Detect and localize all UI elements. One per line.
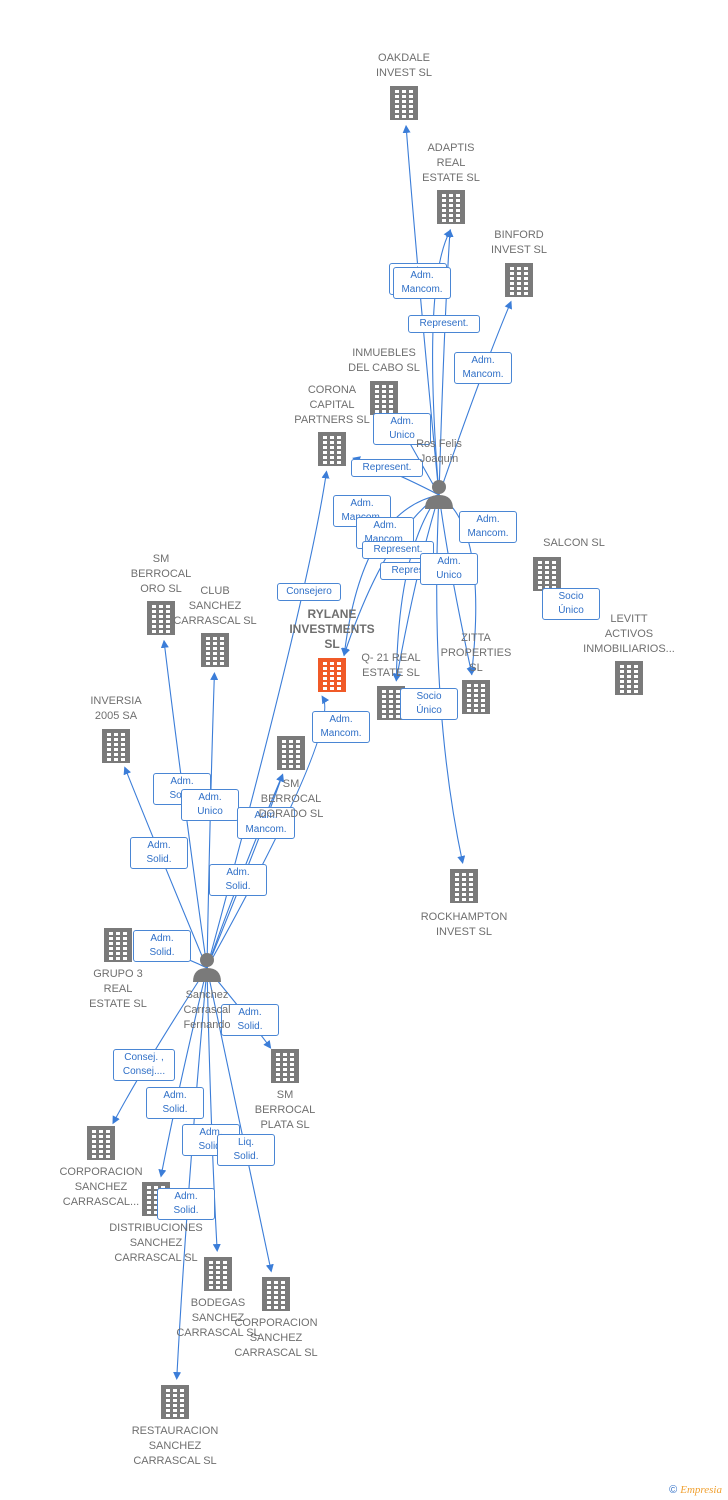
building-icon[interactable]: [104, 928, 132, 962]
edge-role-label[interactable]: Socio Único: [542, 587, 600, 620]
building-icon[interactable]: [318, 432, 346, 466]
building-icon[interactable]: [450, 869, 478, 903]
building-icon[interactable]: [437, 190, 465, 224]
building-icon[interactable]: [204, 1257, 232, 1291]
edge-role-label[interactable]: Represent.: [351, 458, 423, 477]
edge-role-label[interactable]: Adm. Unico: [373, 412, 431, 445]
building-icon[interactable]: [462, 680, 490, 714]
company-name-label[interactable]: CLUB SANCHEZ CARRASCAL SL: [173, 585, 257, 627]
edge-role-label[interactable]: Adm. Unico: [420, 552, 478, 585]
company-name-label[interactable]: CORPORACION SANCHEZ CARRASCAL SL: [234, 1317, 318, 1359]
edge-role-label[interactable]: Adm. Solid.: [221, 1003, 279, 1036]
copyright-symbol: ©: [669, 1484, 678, 1496]
person-icon[interactable]: [193, 953, 221, 982]
person-icon[interactable]: [425, 480, 453, 509]
building-icon[interactable]: [615, 661, 643, 695]
brand-name: Empresia: [680, 1484, 722, 1496]
building-icon[interactable]: [505, 263, 533, 297]
company-name-label[interactable]: ADAPTIS REAL ESTATE SL: [422, 142, 480, 184]
edge-role-label[interactable]: Adm. Solid.: [209, 863, 267, 896]
relation-edge: [438, 228, 454, 496]
edge-role-label[interactable]: Adm. Mancom.: [393, 266, 451, 299]
company-name-label[interactable]: GRUPO 3 REAL ESTATE SL: [89, 968, 147, 1010]
company-name-label[interactable]: RYLANE INVESTMENTS SL: [289, 607, 375, 651]
company-name-label[interactable]: ZITTA PROPERTIES SL: [440, 632, 512, 674]
building-icon[interactable]: [147, 601, 175, 635]
edge-role-label[interactable]: Adm. Mancom.: [454, 351, 512, 384]
edge-role-label[interactable]: Adm. Solid.: [133, 929, 191, 962]
edge-role-label[interactable]: Adm. Mancom.: [459, 510, 517, 543]
building-icon[interactable]: [318, 658, 346, 692]
building-icon[interactable]: [262, 1277, 290, 1311]
company-name-label[interactable]: CORONA CAPITAL PARTNERS SL: [294, 384, 370, 426]
edge-role-label[interactable]: Adm. Unico: [181, 788, 239, 821]
building-icon[interactable]: [277, 736, 305, 770]
company-name-label[interactable]: SM BERROCAL PLATA SL: [254, 1089, 316, 1131]
company-name-label[interactable]: ROCKHAMPTON INVEST SL: [420, 911, 508, 938]
building-icon[interactable]: [87, 1126, 115, 1160]
edge-role-label[interactable]: Adm. Solid.: [130, 836, 188, 869]
company-name-label[interactable]: INVERSIA 2005 SA: [90, 695, 142, 722]
edge-role-label[interactable]: Represent.: [408, 314, 480, 333]
company-name-label[interactable]: INMUEBLES DEL CABO SL: [348, 347, 420, 374]
building-icon[interactable]: [390, 86, 418, 120]
building-icon[interactable]: [271, 1049, 299, 1083]
person-name-label[interactable]: Sanchez Carrascal Fernando: [183, 989, 231, 1031]
company-name-label[interactable]: OAKDALE INVEST SL: [375, 52, 433, 79]
company-name-label[interactable]: RESTAURACION SANCHEZ CARRASCAL SL: [131, 1425, 219, 1467]
company-name-label[interactable]: BODEGAS SANCHEZ CARRASCAL SL: [176, 1297, 260, 1339]
building-icon[interactable]: [533, 557, 561, 591]
relation-edge: [206, 671, 219, 969]
edge-role-label[interactable]: Adm. Mancom.: [312, 710, 370, 743]
company-name-label[interactable]: BINFORD INVEST SL: [490, 229, 548, 256]
edge-role-label[interactable]: Liq. Solid.: [217, 1133, 275, 1166]
building-icon[interactable]: [370, 381, 398, 415]
edge-role-label[interactable]: Represent.: [362, 540, 434, 559]
company-name-label[interactable]: Q- 21 REAL ESTATE SL: [361, 652, 421, 679]
footer-brand[interactable]: © Empresia: [669, 1484, 722, 1496]
edge-role-label[interactable]: Socio Único: [400, 687, 458, 720]
company-name-label[interactable]: CORPORACION SANCHEZ CARRASCAL...: [59, 1166, 143, 1208]
edge-role-label[interactable]: Consejero: [277, 582, 341, 601]
company-name-label[interactable]: LEVITT ACTIVOS INMOBILIARIOS...: [583, 613, 675, 655]
edge-role-label[interactable]: Adm. Solid.: [146, 1086, 204, 1119]
building-icon[interactable]: [102, 729, 130, 763]
company-name-label[interactable]: SM BERROCAL DORADO SL: [258, 778, 324, 820]
edge-role-label[interactable]: Adm. Solid.: [157, 1187, 215, 1220]
edge-role-label[interactable]: Consej. , Consej....: [113, 1048, 175, 1081]
company-name-label[interactable]: SALCON SL: [543, 537, 605, 549]
relation-edge: [206, 695, 330, 969]
person-name-label[interactable]: Ros Felis Joaquin: [416, 438, 462, 465]
company-name-label[interactable]: DISTRIBUCIONES SANCHEZ CARRASCAL SL: [109, 1222, 203, 1264]
building-icon[interactable]: [161, 1385, 189, 1419]
company-name-label[interactable]: SM BERROCAL ORO SL: [130, 553, 192, 595]
building-icon[interactable]: [201, 633, 229, 667]
relation-edge: [206, 773, 285, 969]
edge-role-label[interactable]: Adm. Mancom.: [237, 806, 295, 839]
